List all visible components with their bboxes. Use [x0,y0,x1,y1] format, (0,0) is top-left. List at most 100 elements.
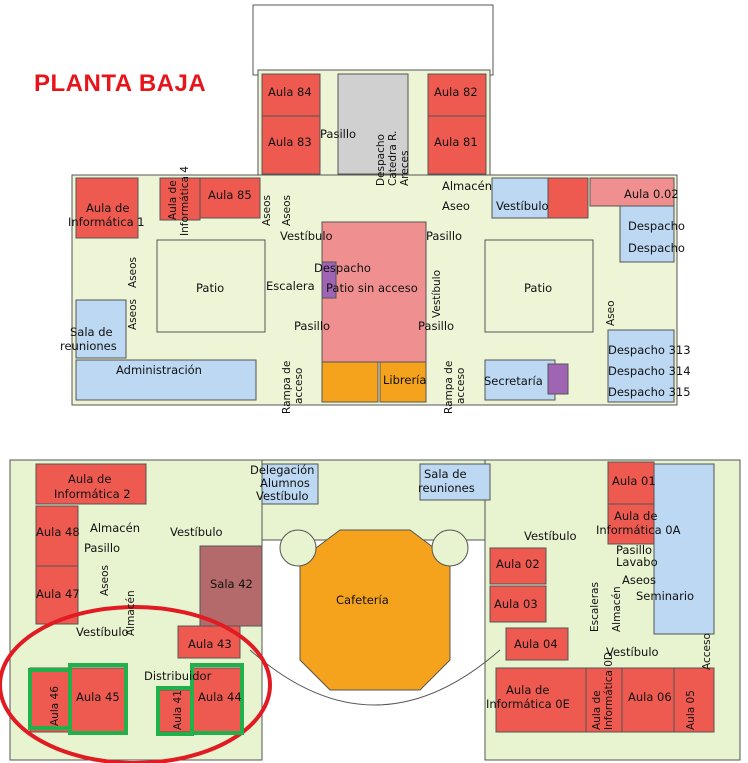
map-title: PLANTA BAJA [34,70,207,97]
label-pasillo-mid-right-2: Pasillo [418,319,454,333]
label-almacen-top: Almacén [442,179,492,193]
label-vestibulo-top-right: Vestíbulo [496,199,549,213]
room-sala-42[interactable] [199,545,263,627]
label-seminario: Seminario [636,589,694,603]
label-cafeteria: Cafetería [336,593,389,607]
label-lavabo: Lavabo [616,555,658,569]
label-rampa-right-a: Rampa de [443,361,455,414]
room-aula-85[interactable] [199,177,261,219]
label-aula-82: Aula 82 [434,85,478,99]
label-despacho-center: Despacho [314,261,371,275]
stair-left [279,529,317,567]
building-outline-top [252,4,494,76]
room-sala-reuniones[interactable] [75,299,127,359]
label-acceso: Acceso [701,633,713,670]
label-aula-48: Aula 48 [36,525,80,539]
label-aula-info0d-a: Aula de [591,690,603,730]
room-catedra[interactable] [337,73,409,175]
label-aula-81: Aula 81 [434,135,478,149]
room-aula-informatica-1[interactable] [75,177,139,239]
label-aula-04: Aula 04 [514,637,558,651]
room-aula-46[interactable] [29,667,71,733]
room-despacho-center[interactable] [321,261,337,299]
label-aula-info0e-a: Aula de [506,683,549,697]
label-secretaria: Secretaría [484,374,543,388]
label-aula-83: Aula 83 [268,135,312,149]
room-vestibulo-top-right[interactable] [491,177,549,219]
label-vestibulo-left: Vestíbulo [280,229,333,243]
label-aula-45: Aula 45 [76,690,120,704]
label-aula-info2-b: Informática 2 [54,487,131,501]
room-aula-informatica-2[interactable] [35,463,147,505]
room-office-right-col[interactable] [653,463,715,635]
courtyard-center [321,221,427,363]
label-pasillo-mid-right: Pasillo [426,229,462,243]
label-aseos-a: Aseos [261,195,273,226]
room-cafeteria[interactable] [299,529,451,691]
label-almacen-bottom-right: Almacén [611,586,623,632]
label-pasillo-bottom-right: Pasillo [616,543,652,557]
label-aula-46: Aula 46 [49,686,61,726]
room-administracion[interactable] [75,359,257,401]
label-escaleras: Escaleras [589,582,601,632]
label-delegacion-b: Alumnos [260,476,310,490]
label-despacho-r2: Despacho [628,241,685,255]
room-aula-84[interactable] [261,73,321,117]
label-despacho-315: Despacho 315 [608,385,691,399]
label-despacho-314: Despacho 314 [608,364,691,378]
room-aula-informatica-0d[interactable] [585,667,623,733]
room-aula-01[interactable] [607,461,655,505]
label-aula-info4-b: Informática 4 [179,166,191,236]
room-aula-45[interactable] [69,667,127,733]
highlight-aula-45 [68,663,128,735]
room-aula-48[interactable] [35,505,79,567]
label-aula-01: Aula 01 [612,474,656,488]
label-aula-info4-a: Aula de [167,180,179,220]
label-almacen-bottom-left: Almacén [125,590,137,636]
front-arc [249,649,501,706]
courtyard-left [156,239,266,333]
stair-right [431,529,469,567]
label-sala-reuniones-2-b: reuniones [418,481,475,495]
room-aula-02[interactable] [489,547,547,585]
label-vestibulo-bottom-center: Vestíbulo [524,529,577,543]
label-aseo-top: Aseo [442,199,470,213]
label-sala-reuniones-a: Sala de [70,325,113,339]
room-aula-81[interactable] [427,115,487,175]
label-sala-reuniones-2-a: Sala de [424,467,467,481]
label-aula-41: Aula 41 [172,690,184,730]
room-aula-informatica-4[interactable] [159,177,201,221]
label-distribuidor: Distribuidor [144,669,212,683]
label-catedra: Catedra R. [387,131,399,186]
room-purple-right[interactable] [547,363,569,395]
room-libreria[interactable] [379,361,427,403]
room-aula-03[interactable] [489,585,547,623]
room-orange-left[interactable] [321,361,379,403]
highlight-ellipse [0,605,272,763]
label-aula-info1-a: Aula de [86,201,129,215]
label-delegacion-a: Delegación [250,463,314,477]
label-aseos-l2: Aseos [127,299,139,330]
label-aula-info0a-a: Aula de [614,509,657,523]
room-despachos-313-315[interactable] [607,329,675,403]
label-pasillo-bottom-left: Pasillo [84,541,120,555]
highlight-aula-44 [190,663,244,735]
label-vestibulo-vertical: Vestíbulo [431,270,443,318]
label-almacen-left: Almacén [90,521,140,535]
room-aula-informatica-0e[interactable] [495,667,587,733]
label-vestibulo-bottom-right-2: Vestíbulo [606,645,659,659]
label-aula-84: Aula 84 [268,85,312,99]
room-despacho-right[interactable] [619,205,675,263]
room-red-right[interactable] [547,177,589,219]
room-delegacion[interactable] [261,463,319,505]
label-aula-05: Aula 05 [685,690,697,730]
label-aseo-vertical: Aseo [605,300,617,326]
room-aula-05[interactable] [673,667,715,733]
room-aula-83[interactable] [261,115,321,175]
label-vestibulo-bottom-left: Vestíbulo [170,525,223,539]
label-vestibulo-delegacion: Vestíbulo [256,489,309,503]
room-sala-reuniones-2[interactable] [419,463,491,501]
room-aula-06[interactable] [621,667,675,733]
room-aula-04[interactable] [505,627,569,661]
